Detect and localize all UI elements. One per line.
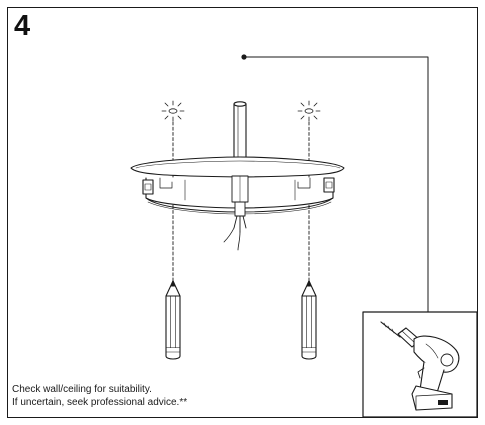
pencil-icon [301,280,317,360]
pencil-icon [165,280,181,360]
safety-caption: Check wall/ceiling for suitability. If u… [12,384,187,409]
caption-line-2: If uncertain, seek professional advice.*… [12,396,188,408]
ceiling-drill-mark-icon [161,100,185,122]
ceiling-drill-mark-icon [297,100,321,122]
step-number: 4 [14,10,31,42]
caption-line-1: Check wall/ceiling for suitability. [12,384,152,395]
alignment-guide-lines [172,121,310,289]
power-drill-icon [380,321,460,411]
ceiling-fixture-base-icon [130,101,345,251]
callout-line [241,54,429,313]
